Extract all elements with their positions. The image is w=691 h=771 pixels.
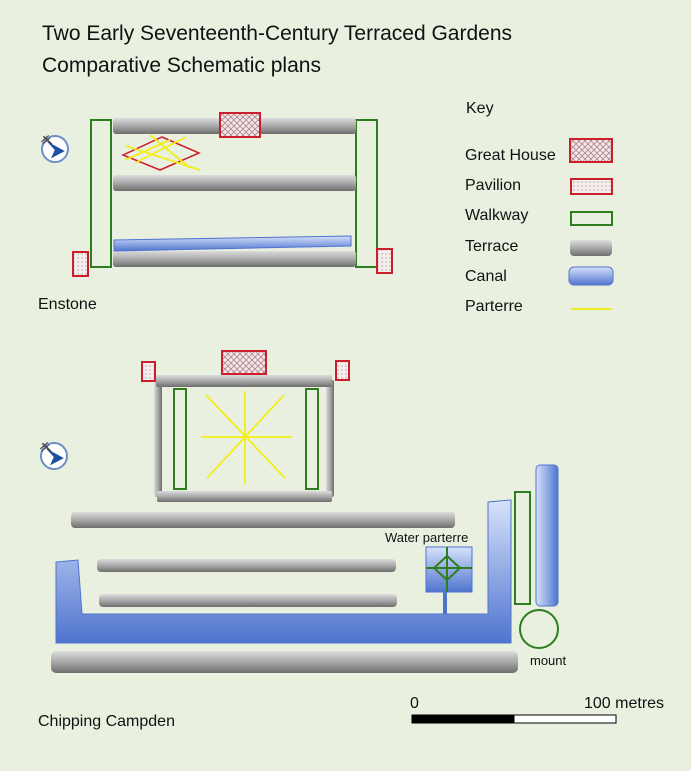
pavilion	[376, 248, 393, 274]
key: Key Great House Pavilion Walkway Terrace…	[465, 100, 614, 315]
terrace	[157, 491, 332, 502]
key-label-terrace: Terrace	[465, 238, 518, 255]
pavilion	[141, 361, 156, 382]
scale-bar: 0 100 metres	[410, 695, 664, 724]
chipping-campden-plan	[35, 350, 559, 673]
mount-label: mount	[530, 653, 567, 668]
walkway	[514, 491, 531, 605]
parterre	[201, 391, 292, 484]
scale-bar-start: 0	[410, 695, 419, 712]
diagram-title: Two Early Seventeenth-Century Terraced G…	[42, 22, 513, 45]
terrace	[326, 380, 334, 497]
terrace	[113, 251, 356, 267]
key-label-canal: Canal	[465, 268, 507, 285]
enstone-plan	[36, 112, 393, 277]
mount	[519, 609, 559, 649]
key-symbol-terrace	[570, 240, 612, 256]
walkway-right	[355, 119, 378, 268]
enstone-label: Enstone	[38, 296, 97, 313]
canal	[113, 235, 352, 252]
key-label-walkway: Walkway	[465, 207, 528, 224]
terrace	[154, 380, 162, 497]
key-symbol-walkway	[570, 211, 613, 226]
compass-icon	[35, 439, 71, 473]
key-label-parterre: Parterre	[465, 298, 523, 315]
walkway	[305, 388, 319, 490]
key-symbol-pavilion	[570, 178, 613, 195]
terrace	[99, 594, 397, 607]
scale-bar-end: 100 metres	[584, 695, 664, 712]
pavilion	[335, 360, 350, 381]
terrace	[51, 651, 518, 673]
terrace	[156, 375, 332, 387]
water-parterre-label: Water parterre	[385, 530, 468, 545]
key-heading: Key	[466, 100, 494, 117]
terrace	[97, 559, 396, 572]
canal	[535, 464, 559, 607]
parterre	[121, 134, 201, 171]
key-label-great-house: Great House	[465, 147, 556, 164]
key-label-pavilion: Pavilion	[465, 177, 521, 194]
great-house	[219, 112, 261, 138]
canal	[55, 499, 512, 644]
great-house	[221, 350, 267, 375]
compass-icon	[36, 132, 72, 166]
walkway-left	[90, 119, 112, 268]
key-symbol-great-house	[569, 138, 613, 163]
water-parterre	[425, 546, 473, 614]
walkway	[173, 388, 187, 490]
chipping-campden-label: Chipping Campden	[38, 713, 175, 730]
diagram-subtitle: Comparative Schematic plans	[42, 54, 321, 77]
terrace	[113, 175, 356, 191]
pavilion	[72, 251, 89, 277]
key-symbol-canal	[568, 266, 614, 286]
terrace	[71, 512, 455, 528]
